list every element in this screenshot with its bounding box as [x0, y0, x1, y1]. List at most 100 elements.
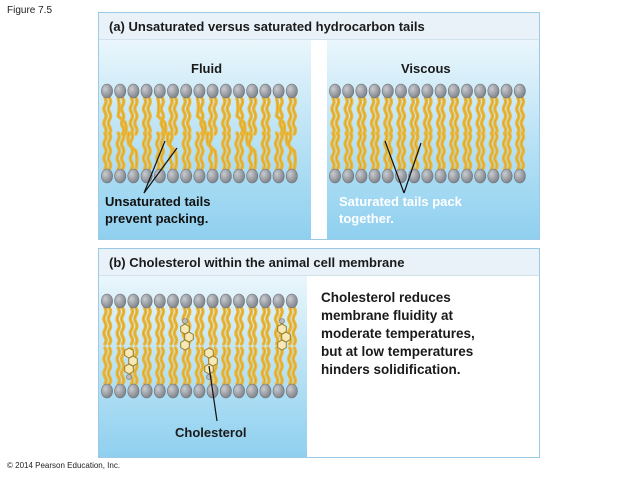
phospholipid-head [259, 83, 272, 99]
phospholipid-head [127, 293, 140, 309]
description-line-4: but at low temperatures [321, 344, 474, 359]
phospholipid-head [259, 293, 272, 309]
description-line-3: moderate temperatures, [321, 326, 475, 341]
phospholipid-head [167, 168, 179, 184]
phospholipid-head [167, 383, 179, 399]
panel-a-header: (a) Unsaturated versus saturated hydroca… [99, 13, 539, 40]
phospholipid-head [101, 83, 113, 99]
phospholipid-head [114, 383, 127, 399]
phospholipid-head [233, 83, 245, 99]
phospholipid-head [153, 383, 166, 399]
phospholipid-head [114, 83, 127, 99]
phospholipid-head [219, 168, 232, 184]
phospholipid-head [114, 293, 127, 309]
cholesterol-label: Cholesterol [175, 425, 247, 440]
phospholipid-head [461, 168, 473, 184]
phospholipid-head [342, 83, 355, 99]
fluid-bilayer [101, 83, 298, 184]
panel-a-diagram [99, 40, 539, 239]
phospholipid-head [246, 168, 259, 184]
phospholipid-head [219, 293, 232, 309]
saturated-caption: Saturated tails pack together. [339, 193, 462, 227]
figure-label: Figure 7.5 [7, 5, 53, 16]
cholesterol-bilayer [101, 293, 298, 399]
phospholipid-head [500, 83, 513, 99]
unsaturated-pointer-lines [143, 140, 178, 194]
phospholipid-head [487, 168, 500, 184]
description-line-5: hinders solidification. [321, 362, 461, 377]
description-line-1: Cholesterol reduces [321, 290, 451, 305]
panel-cholesterol: (b) Cholesterol within the animal cell m… [98, 248, 540, 458]
cholesterol-pointer-line [208, 365, 218, 422]
phospholipid-head [127, 168, 140, 184]
phospholipid-head [368, 83, 381, 99]
cholesterol-molecule [180, 318, 194, 351]
phospholipid-head [167, 83, 179, 99]
saturated-caption-line2: together. [339, 211, 394, 226]
phospholipid-head [193, 83, 206, 99]
phospholipid-head [233, 293, 245, 309]
phospholipid-head [233, 383, 245, 399]
phospholipid-head [140, 383, 153, 399]
saturated-caption-line1: Saturated tails pack [339, 194, 462, 209]
phospholipid-head [193, 293, 206, 309]
cholesterol-description: Cholesterol reduces membrane fluidity at… [321, 289, 475, 379]
phospholipid-head [114, 168, 127, 184]
panel-unsaturated-vs-saturated: (a) Unsaturated versus saturated hydroca… [98, 12, 540, 240]
phospholipid-head [487, 83, 500, 99]
phospholipid-head [395, 83, 407, 99]
cholesterol-molecule [124, 347, 138, 380]
cholesterol-molecule [277, 318, 291, 351]
phospholipid-head [193, 168, 206, 184]
phospholipid-head [167, 293, 179, 309]
phospholipid-head [381, 168, 394, 184]
cholesterol-molecules [124, 318, 291, 380]
phospholipid-head [513, 83, 526, 99]
phospholipid-head [140, 293, 153, 309]
phospholipid-head [474, 83, 487, 99]
phospholipid-head [246, 83, 259, 99]
phospholipid-head [285, 83, 298, 99]
phospholipid-head [127, 83, 140, 99]
phospholipid-head [285, 383, 298, 399]
phospholipid-head [381, 83, 394, 99]
phospholipid-head [101, 293, 113, 309]
phospholipid-head [434, 83, 447, 99]
phospholipid-head [408, 83, 421, 99]
phospholipid-head [272, 293, 285, 309]
panel-b-diagram [99, 276, 307, 457]
cholesterol-molecule [204, 347, 218, 380]
phospholipid-head [180, 293, 193, 309]
phospholipid-head [272, 83, 285, 99]
phospholipid-head [101, 168, 113, 184]
phospholipid-head [272, 168, 285, 184]
phospholipid-head [272, 383, 285, 399]
phospholipid-head [447, 83, 460, 99]
panel-b-title: (b) Cholesterol within the animal cell m… [109, 255, 405, 270]
phospholipid-head [206, 293, 219, 309]
phospholipid-head [180, 83, 193, 99]
phospholipid-head [461, 83, 473, 99]
phospholipid-head [180, 383, 193, 399]
phospholipid-head [127, 383, 140, 399]
phospholipid-head [474, 168, 487, 184]
phospholipid-head [153, 83, 166, 99]
phospholipid-head [206, 83, 219, 99]
phospholipid-head [206, 168, 219, 184]
panel-a-title: (a) Unsaturated versus saturated hydroca… [109, 19, 425, 34]
phospholipid-head [500, 168, 513, 184]
unsaturated-caption: Unsaturated tails prevent packing. [105, 193, 210, 227]
phospholipid-head [246, 383, 259, 399]
unsaturated-caption-line2: prevent packing. [105, 211, 209, 226]
phospholipid-head [355, 83, 368, 99]
phospholipid-head [153, 293, 166, 309]
phospholipid-head [246, 293, 259, 309]
phospholipid-head [101, 383, 113, 399]
phospholipid-head [219, 83, 232, 99]
phospholipid-head [513, 168, 526, 184]
panel-b-header: (b) Cholesterol within the animal cell m… [99, 249, 539, 276]
fluid-label: Fluid [191, 61, 223, 76]
phospholipid-head [233, 168, 245, 184]
viscous-label: Viscous [401, 61, 451, 76]
phospholipid-head [447, 168, 460, 184]
